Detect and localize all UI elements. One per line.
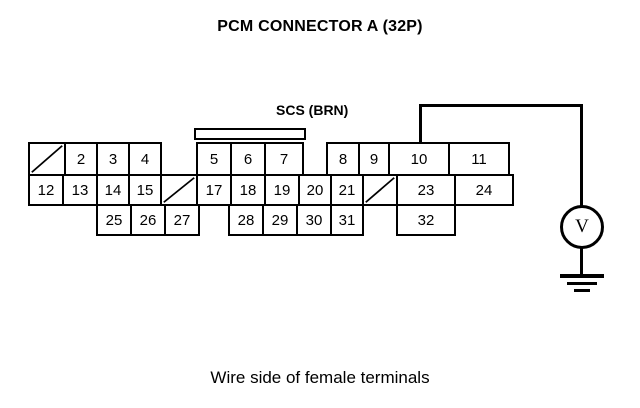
terminal-label: 4: [140, 150, 150, 168]
terminal-cell-16: [160, 174, 198, 206]
terminal-cell-26: 26: [130, 204, 166, 236]
ground-wire: [580, 248, 583, 276]
terminal-cell-18: 18: [230, 174, 266, 206]
terminal-cell-6: 6: [230, 142, 266, 176]
figure-caption: Wire side of female terminals: [210, 368, 430, 387]
terminal-cell-11: 11: [448, 142, 510, 176]
probe-wire-vertical-stub: [419, 104, 422, 144]
terminal-cell-24: 24: [454, 174, 514, 206]
unused-terminal-slash-icon: [163, 177, 195, 203]
terminal-cell-4: 4: [128, 142, 162, 176]
terminal-cell-9: 9: [358, 142, 390, 176]
terminal-cell-2: 2: [64, 142, 98, 176]
terminal-label: 9: [369, 150, 379, 168]
scs-wire-label: SCS (BRN): [276, 102, 349, 118]
terminal-label: 7: [279, 150, 289, 168]
terminal-cell-13: 13: [62, 174, 98, 206]
terminal-cell-21: 21: [330, 174, 364, 206]
terminal-label: 17: [205, 181, 223, 199]
terminal-label: 2: [76, 150, 86, 168]
terminal-label: 28: [237, 211, 255, 229]
terminal-label: 20: [306, 181, 324, 199]
terminal-label: 14: [104, 181, 122, 199]
terminal-cell-8: 8: [326, 142, 360, 176]
terminal-cell-23: 23: [396, 174, 456, 206]
terminal-cell-30: 30: [296, 204, 332, 236]
terminal-cell-14: 14: [96, 174, 130, 206]
terminal-label: 8: [338, 150, 348, 168]
terminal-cell-1: [28, 142, 66, 176]
terminal-cell-7: 7: [264, 142, 304, 176]
probe-wire-drop-to-meter: [580, 104, 583, 206]
terminal-label: 27: [173, 211, 191, 229]
ground-symbol-bar-3: [574, 289, 590, 292]
terminal-label: 15: [136, 181, 154, 199]
terminal-label: 10: [410, 150, 428, 168]
terminal-label: 6: [243, 150, 253, 168]
ground-symbol-bar-2: [567, 282, 597, 285]
voltmeter-label: V: [575, 216, 589, 237]
terminal-label: 21: [338, 181, 356, 199]
terminal-label: 25: [105, 211, 123, 229]
terminal-cell-22: [362, 174, 398, 206]
terminal-cell-12: 12: [28, 174, 64, 206]
terminal-cell-25: 25: [96, 204, 132, 236]
terminal-cell-10: 10: [388, 142, 450, 176]
terminal-label: 19: [273, 181, 291, 199]
connector-lock-bar: [194, 128, 306, 140]
terminal-label: 3: [108, 150, 118, 168]
terminal-cell-3: 3: [96, 142, 130, 176]
terminal-label: 23: [417, 181, 435, 199]
terminal-label: 24: [475, 181, 493, 199]
terminal-label: 29: [271, 211, 289, 229]
terminal-label: 5: [209, 150, 219, 168]
terminal-cell-20: 20: [298, 174, 332, 206]
terminal-cell-5: 5: [196, 142, 232, 176]
terminal-cell-17: 17: [196, 174, 232, 206]
terminal-label: 31: [338, 211, 356, 229]
terminal-cell-28: 28: [228, 204, 264, 236]
terminal-label: 12: [37, 181, 55, 199]
unused-terminal-slash-icon: [365, 177, 395, 203]
page-title: PCM CONNECTOR A (32P): [217, 18, 423, 35]
probe-wire-horizontal: [419, 104, 583, 107]
terminal-cell-32: 32: [396, 204, 456, 236]
ground-symbol-bar-1: [560, 274, 604, 278]
terminal-cell-29: 29: [262, 204, 298, 236]
terminal-cell-31: 31: [330, 204, 364, 236]
terminal-cell-27: 27: [164, 204, 200, 236]
terminal-cell-19: 19: [264, 174, 300, 206]
terminal-cell-15: 15: [128, 174, 162, 206]
terminal-label: 32: [417, 211, 435, 229]
terminal-label: 18: [239, 181, 257, 199]
terminal-label: 13: [71, 181, 89, 199]
terminal-label: 26: [139, 211, 157, 229]
terminal-label: 11: [471, 150, 487, 168]
unused-terminal-slash-icon: [31, 145, 63, 173]
terminal-label: 30: [305, 211, 323, 229]
voltmeter: V: [560, 205, 604, 249]
